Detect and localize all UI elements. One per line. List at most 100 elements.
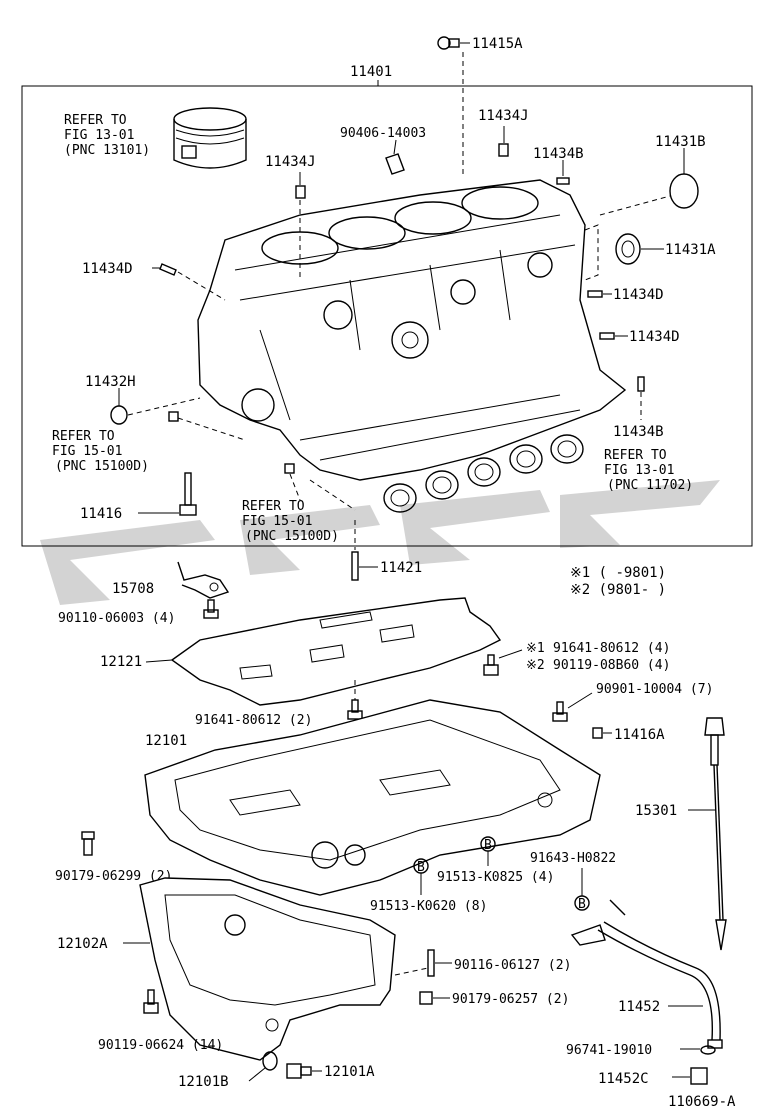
- marker-b-2: B: [413, 858, 429, 895]
- bolt-90119-06624-icon: [143, 989, 159, 1014]
- gasket-96741-icon: [680, 1045, 716, 1055]
- dipstick-guide-11452-icon: [570, 899, 723, 1049]
- gasket-12101B-icon: [262, 1051, 278, 1071]
- refer-note-left-low: REFER TO FIG 15-01 (PNC 15100D): [52, 429, 149, 474]
- stud-11421-icon: [351, 520, 378, 581]
- plug-11432H: [110, 388, 201, 425]
- group-box-label: 11401: [350, 64, 392, 80]
- callout-11431A: 11431A: [665, 242, 716, 258]
- callout-12121: 12121: [100, 654, 142, 670]
- refer-note-bearing: REFER TO FIG 13-01 (PNC 11702): [604, 448, 693, 493]
- plug-11416A-icon: [592, 727, 612, 739]
- callout-11434D-left: 11434D: [82, 261, 133, 277]
- main-bearing-set-icon: [383, 434, 584, 513]
- callout-11416: 11416: [80, 506, 122, 522]
- small-pin-center-low: [284, 463, 356, 511]
- callout-90406-14003: 90406-14003: [340, 126, 426, 141]
- svg-text:(PNC 15100D): (PNC 15100D): [245, 529, 339, 544]
- cylinder-block-group-box: [21, 85, 753, 547]
- callout-90110-06003: 90110-06003 (4): [58, 611, 175, 626]
- svg-text:(PNC 15100D): (PNC 15100D): [55, 459, 149, 474]
- oil-pan-lower-12102A-icon: [139, 877, 396, 1061]
- svg-text:FIG 13-01: FIG 13-01: [604, 463, 674, 478]
- bolt-90179-06299-icon: [81, 831, 95, 856]
- svg-text:B: B: [578, 897, 586, 912]
- callout-11434D-r2: 11434D: [629, 329, 680, 345]
- refer-note-center-low: REFER TO FIG 15-01 (PNC 15100D): [242, 499, 339, 544]
- pin-11434D-right1: [587, 290, 612, 298]
- callout-90901-10004: 90901-10004 (7): [596, 682, 713, 697]
- dipstick-15301-icon: [704, 717, 727, 951]
- plug-11415A: [437, 36, 470, 175]
- figure-id: 110669-A: [668, 1094, 736, 1110]
- mark-note-1: ※1: [526, 641, 545, 656]
- callout-90179-06257: 90179-06257 (2): [452, 992, 569, 1007]
- callout-12101B: 12101B: [178, 1074, 229, 1090]
- callout-91513-K0620: 91513-K0620 (8): [370, 899, 487, 914]
- bolt-90110-icon: [203, 599, 219, 619]
- seal-11431A: [584, 224, 664, 281]
- callout-91641-80612-2: 91641-80612 (2): [195, 713, 312, 728]
- bolt-91641-4-icon: [483, 649, 523, 676]
- bushing-90406: [385, 139, 405, 175]
- oil-pan-upper-12101-icon: [144, 699, 601, 896]
- svg-text:REFER TO: REFER TO: [604, 448, 667, 463]
- pin-11434B-low: [637, 376, 645, 420]
- callout-90179-06299: 90179-06299 (2): [55, 869, 172, 884]
- callout-11432H: 11432H: [85, 374, 136, 390]
- pin-11434D-left: [152, 263, 226, 301]
- cap-11452C-icon: [672, 1067, 708, 1085]
- refer-note-piston: REFER TO FIG 13-01 (PNC 13101): [64, 113, 150, 158]
- callout-12102A: 12102A: [57, 936, 108, 952]
- bolt-11416-icon: [138, 472, 197, 516]
- callout-11452C: 11452C: [598, 1071, 649, 1087]
- plug-11431B: [599, 148, 699, 216]
- date-note-line2: ※2 (9801- ): [570, 582, 666, 598]
- callout-91643-H0822: 91643-H0822: [530, 851, 616, 866]
- svg-text:FIG 15-01: FIG 15-01: [242, 514, 312, 529]
- pin-11434D-right2: [599, 332, 628, 340]
- callout-11434B-low: 11434B: [613, 424, 664, 440]
- callout-11452: 11452: [618, 999, 660, 1015]
- dowel-pin-11434J-top: [498, 126, 509, 157]
- svg-text:REFER TO: REFER TO: [242, 499, 305, 514]
- svg-text:FIG 15-01: FIG 15-01: [52, 444, 122, 459]
- piston-icon: [173, 107, 247, 169]
- svg-text:REFER TO: REFER TO: [64, 113, 127, 128]
- drain-plug-12101A-icon: [286, 1063, 322, 1079]
- callout-90119-08B60: 90119-08B60 (4): [553, 658, 670, 673]
- pin-11434B-top: [556, 160, 570, 185]
- svg-text:(PNC 11702): (PNC 11702): [607, 478, 693, 493]
- callout-15301: 15301: [635, 803, 677, 819]
- callout-11434J-b: 11434J: [265, 154, 316, 170]
- date-note-line1: ※1 ( -9801): [570, 565, 666, 581]
- callout-91513-K0825: 91513-K0825 (4): [437, 870, 554, 885]
- callout-96741-19010: 96741-19010: [566, 1043, 652, 1058]
- watermark-logo: [40, 480, 720, 605]
- small-pin-left-low: [168, 411, 246, 441]
- callout-91641-80612-4: 91641-80612 (4): [553, 641, 670, 656]
- callout-12101A: 12101A: [324, 1064, 375, 1080]
- callout-90119-06624: 90119-06624 (14): [98, 1038, 223, 1053]
- callout-11434B-top: 11434B: [533, 146, 584, 162]
- cylinder-block-icon: [197, 179, 627, 481]
- callout-11416A: 11416A: [614, 727, 665, 743]
- stud-90116-icon: [394, 949, 452, 977]
- callout-90116-06127: 90116-06127 (2): [454, 958, 571, 973]
- callout-11434D-r1: 11434D: [613, 287, 664, 303]
- dowel-pin-11434J-left: [295, 172, 306, 280]
- callout-11421: 11421: [380, 560, 422, 576]
- svg-text:B: B: [484, 838, 492, 853]
- callout-11415A: 11415A: [472, 36, 523, 52]
- svg-text:B: B: [417, 860, 425, 875]
- nut-90179-06257-icon: [419, 991, 450, 1005]
- svg-text:REFER TO: REFER TO: [52, 429, 115, 444]
- svg-text:(PNC 13101): (PNC 13101): [64, 143, 150, 158]
- callout-15708: 15708: [112, 581, 154, 597]
- svg-text:FIG 13-01: FIG 13-01: [64, 128, 134, 143]
- callout-11434J-a: 11434J: [478, 108, 529, 124]
- mark-note-2: ※2: [526, 658, 545, 673]
- baffle-plate-12121-icon: [170, 597, 502, 706]
- bolt-91641-2-icon: [347, 680, 363, 720]
